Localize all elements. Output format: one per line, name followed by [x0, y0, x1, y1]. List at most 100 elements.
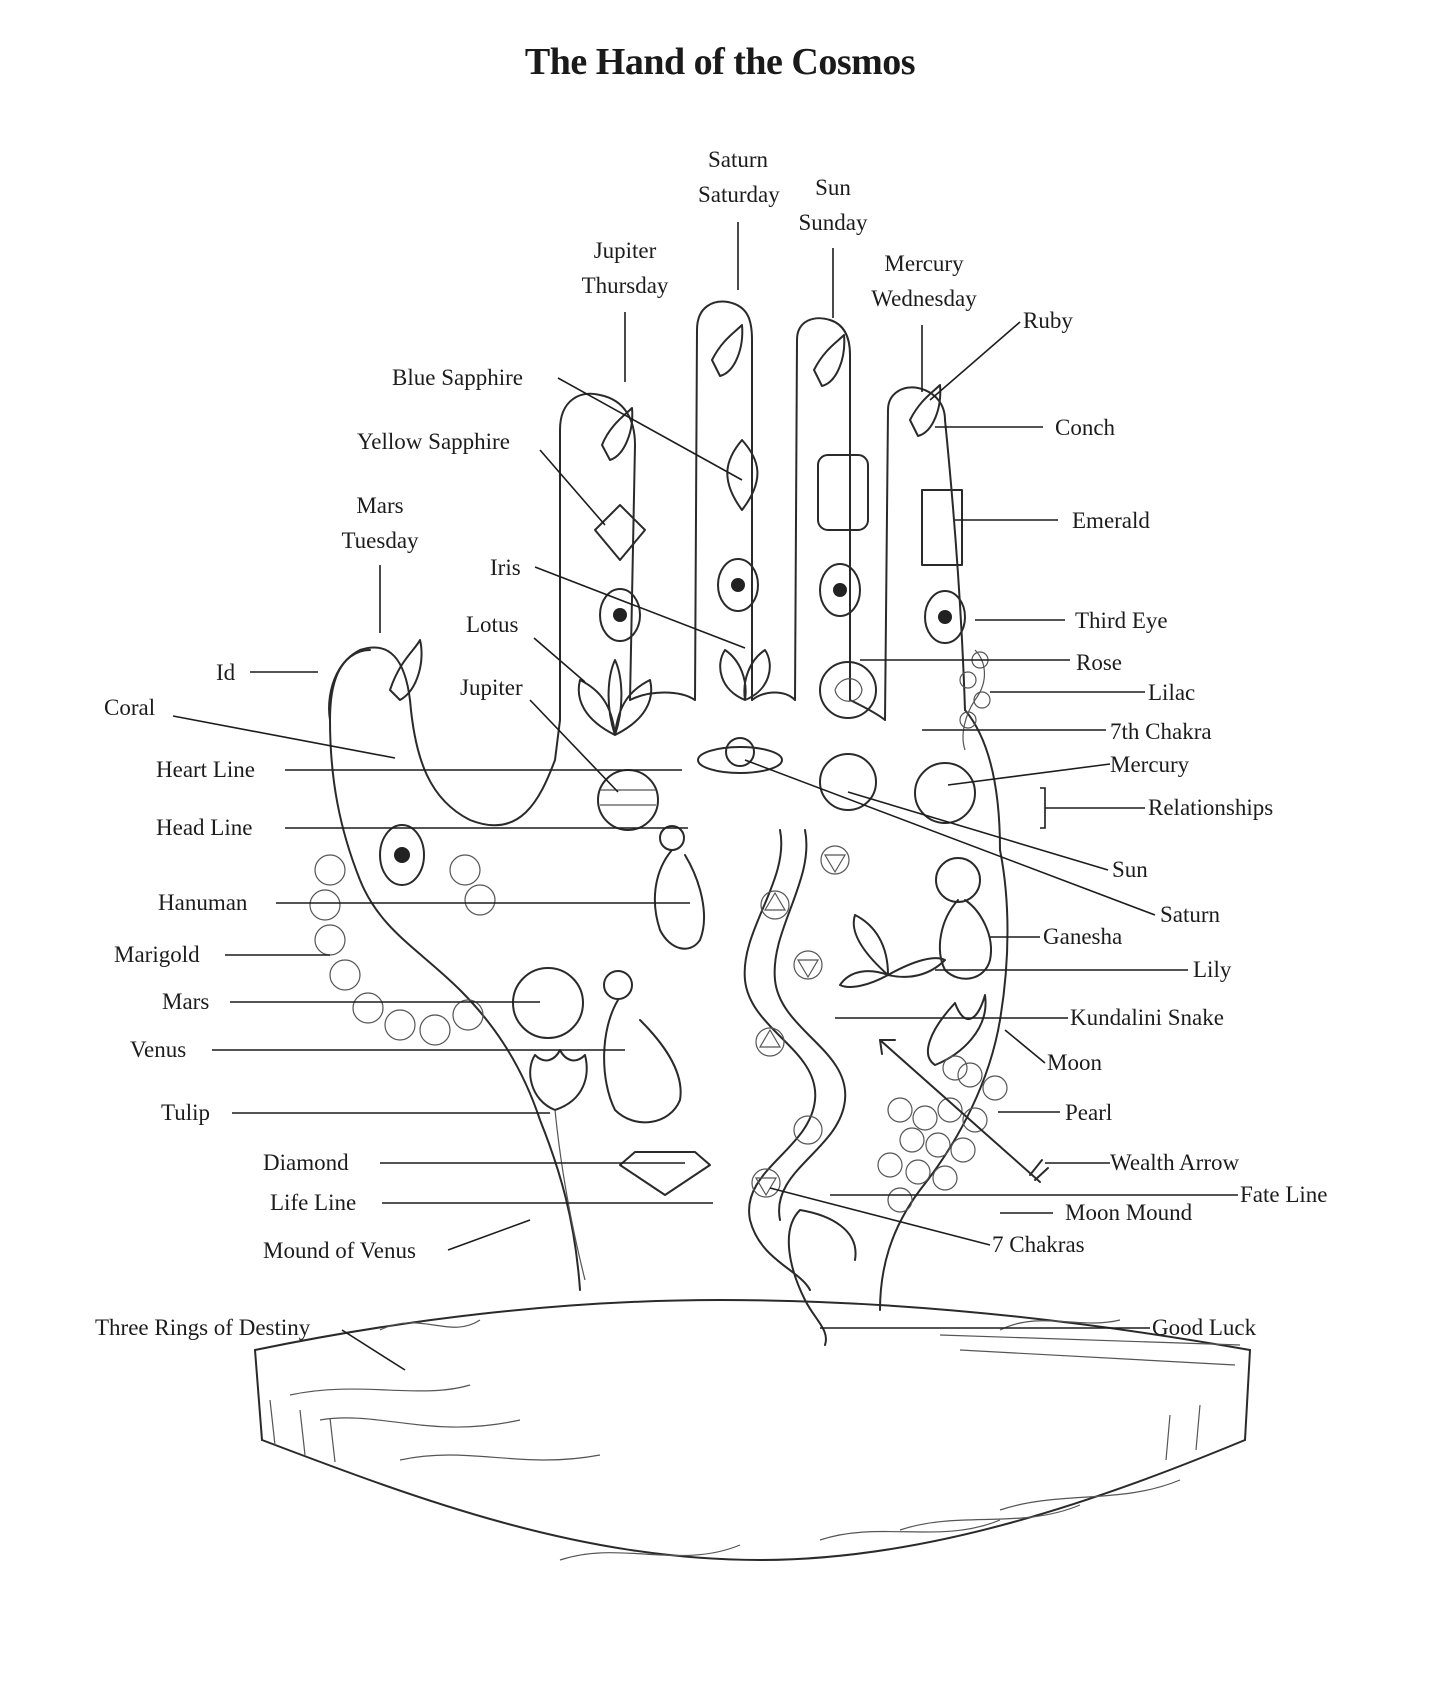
eye-pupil	[394, 847, 410, 863]
marigold-garland-icon	[309, 854, 496, 1046]
lilac-icon	[962, 649, 985, 751]
emerald-icon	[921, 489, 963, 566]
moon-crescent-icon	[926, 994, 987, 1066]
label-good-luck: Good Luck	[1152, 1315, 1257, 1340]
eye-icon	[379, 824, 425, 886]
conch-shell-icon	[909, 384, 942, 437]
wealth-arrow-icon	[879, 1039, 1041, 1183]
third-eye-icon	[924, 590, 966, 644]
ganesha-figure-icon	[935, 857, 992, 980]
label-yellow-sapphire: Yellow Sapphire	[357, 429, 510, 454]
label-sun-line2: Sunday	[798, 210, 868, 235]
label-saturn: Saturn	[1160, 902, 1221, 927]
iris-icon	[719, 649, 771, 701]
label-life-line: Life Line	[270, 1190, 357, 1215]
eye-pupil	[833, 583, 847, 597]
label-three-rings-of-destiny: Three Rings of Destiny	[95, 1315, 311, 1340]
label-diamond: Diamond	[263, 1150, 349, 1175]
eye-pupil	[613, 608, 627, 622]
label-jupiter-line2: Thursday	[581, 273, 669, 298]
label-mercury-line2: Wednesday	[871, 286, 977, 311]
label-sun: Sun	[1112, 857, 1148, 882]
label-seven-chakras: 7 Chakras	[992, 1232, 1085, 1257]
hanuman-figure-icon	[653, 825, 706, 950]
blue-sapphire-icon	[726, 439, 759, 511]
label-mars: Mars	[162, 989, 210, 1014]
label-venus: Venus	[130, 1037, 187, 1062]
yellow-sapphire-icon	[594, 504, 646, 561]
tulip-icon	[529, 1049, 588, 1111]
label-saturn-line2: Saturday	[698, 182, 780, 207]
label-blue-sapphire: Blue Sapphire	[392, 365, 523, 390]
label-sun-line1: Sun	[815, 175, 851, 200]
label-mars-tuesday: Mars Tuesday	[333, 488, 427, 558]
label-fate-line: Fate Line	[1240, 1182, 1328, 1207]
label-tulip: Tulip	[161, 1100, 211, 1125]
label-saturn-line1: Saturn	[707, 147, 769, 172]
lotus-icon	[577, 659, 653, 736]
diamond-icon	[619, 1151, 711, 1196]
palm-symbols	[309, 324, 1049, 1346]
eye-pupil	[731, 578, 745, 592]
ocean-waves-illustration	[254, 1299, 1251, 1561]
label-coral: Coral	[104, 695, 156, 720]
label-lily: Lily	[1193, 957, 1232, 982]
label-pearl: Pearl	[1065, 1100, 1113, 1125]
label-rose: Rose	[1076, 650, 1122, 675]
eye-pupil	[938, 610, 952, 624]
label-kundalini-snake: Kundalini Snake	[1070, 1005, 1224, 1030]
label-mercury-line1: Mercury	[884, 251, 964, 276]
label-mound-of-venus: Mound of Venus	[263, 1238, 416, 1263]
eye-icon	[819, 563, 861, 617]
lily-icon	[839, 914, 946, 988]
eye-icon	[717, 558, 759, 612]
label-mercury: Mercury	[1110, 752, 1190, 777]
label-saturn-saturday: Saturn Saturday	[698, 142, 780, 212]
label-lilac: Lilac	[1148, 680, 1196, 705]
label-hanuman: Hanuman	[158, 890, 248, 915]
label-iris: Iris	[490, 555, 521, 580]
eye-icon	[599, 588, 641, 642]
chakra-symbols	[751, 845, 850, 1198]
ruby-icon	[817, 454, 869, 531]
label-jupiter-thursday: Jupiter Thursday	[575, 233, 675, 303]
conch-shell-icon	[711, 324, 744, 377]
leader-lines	[172, 222, 1238, 1371]
label-conch: Conch	[1055, 415, 1116, 440]
label-mercury-wednesday: Mercury Wednesday	[862, 246, 986, 316]
label-emerald: Emerald	[1072, 508, 1150, 533]
label-heart-line: Heart Line	[156, 757, 255, 782]
sun-flower-icon	[819, 753, 877, 811]
label-seventh-chakra: 7th Chakra	[1110, 719, 1212, 744]
kundalini-snake-icon	[743, 829, 817, 1291]
label-ganesha: Ganesha	[1043, 924, 1123, 949]
label-jupiter-line1: Jupiter	[593, 238, 657, 263]
label-mars-line1: Mars	[356, 493, 404, 518]
label-third-eye: Third Eye	[1075, 608, 1168, 633]
label-head-line: Head Line	[156, 815, 253, 840]
label-moon-mound: Moon Mound	[1065, 1200, 1193, 1225]
label-lotus: Lotus	[466, 612, 519, 637]
label-jupiter: Jupiter	[460, 675, 523, 700]
label-relationships: Relationships	[1148, 795, 1274, 820]
label-moon: Moon	[1047, 1050, 1102, 1075]
label-id: Id	[216, 660, 236, 685]
saturn-planet-icon	[697, 746, 783, 774]
label-mars-line2: Tuesday	[341, 528, 419, 553]
conch-shell-icon	[389, 639, 423, 701]
conch-shell-icon	[813, 334, 846, 387]
good-luck-koi-icon	[787, 1209, 857, 1346]
label-ruby: Ruby	[1023, 308, 1073, 333]
venus-figure-icon	[603, 970, 682, 1124]
label-wealth-arrow: Wealth Arrow	[1110, 1150, 1240, 1175]
rose-icon	[819, 661, 877, 719]
mars-planet-icon	[512, 967, 584, 1039]
diagram-title: The Hand of the Cosmos	[524, 41, 916, 83]
pearls-icon	[877, 1055, 1008, 1213]
label-marigold: Marigold	[114, 942, 200, 967]
mercury-planet-icon	[914, 762, 976, 824]
label-sun-sunday: Sun Sunday	[795, 170, 871, 240]
jupiter-planet-icon	[597, 769, 659, 831]
